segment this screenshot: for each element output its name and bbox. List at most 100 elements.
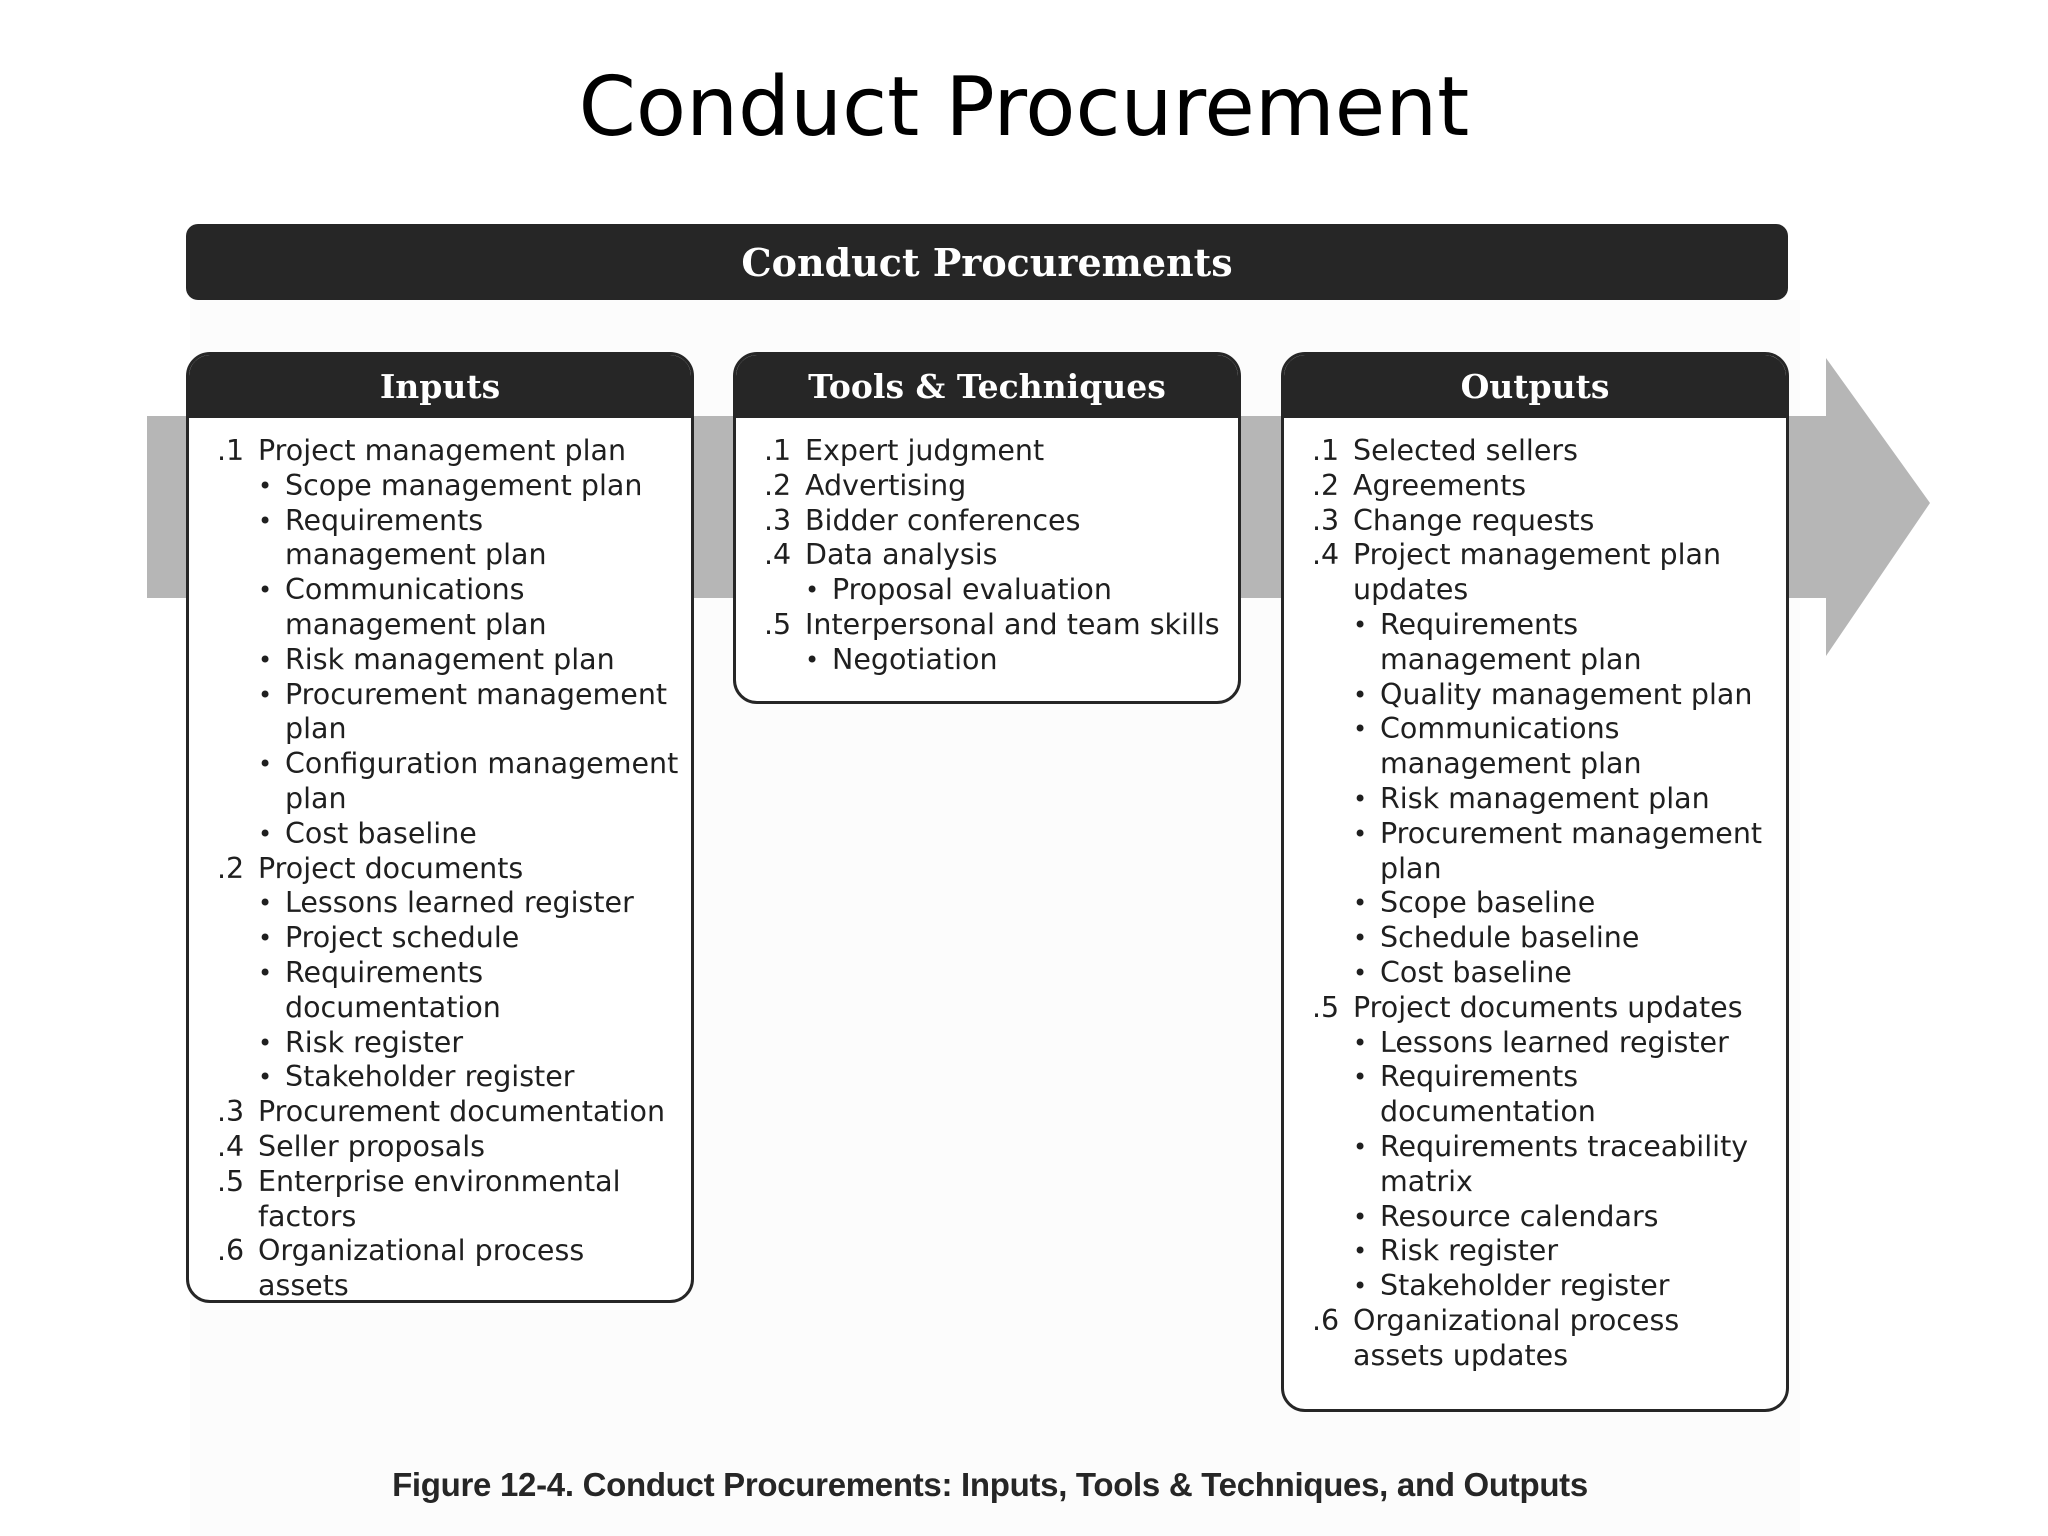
- item-label: Agreements: [1353, 468, 1527, 502]
- input-subitem: • Communications management plan: [217, 573, 679, 643]
- item-label: Project management plan: [258, 434, 627, 467]
- subitem-label: Requirements traceability matrix: [1380, 1129, 1749, 1198]
- process-banner: Conduct Procurements: [186, 224, 1788, 300]
- bullet-icon: •: [1353, 924, 1368, 953]
- item-label: Organizational process assets updates: [1353, 1303, 1680, 1372]
- item-label: Project documents updates: [1353, 990, 1743, 1024]
- input-subitem: •Risk register: [217, 1026, 679, 1061]
- input-subitem: • Requirements documentation: [217, 956, 679, 1026]
- subitem-label: Requirements management plan: [285, 503, 547, 572]
- bullet-icon: •: [258, 750, 273, 779]
- output-subitem: •Lessons learned register: [1312, 1026, 1774, 1061]
- bullet-icon: •: [258, 471, 273, 500]
- input-subitem: • Stakeholder register: [217, 1060, 679, 1095]
- outputs-panel-title: Outputs: [1284, 355, 1786, 418]
- subitem-label: Procurement management plan: [1380, 816, 1763, 885]
- bullet-icon: •: [258, 576, 273, 605]
- subitem-label: Proposal evaluation: [832, 573, 1112, 607]
- input-subitem: •Risk management plan: [217, 643, 679, 678]
- tool-subitem: • Negotiation: [764, 643, 1226, 678]
- output-subitem: •Risk register: [1312, 1234, 1774, 1269]
- slide-title: Conduct Procurement: [578, 60, 1470, 155]
- input-subitem: • Cost baseline: [217, 817, 679, 852]
- bullet-icon: •: [258, 889, 273, 918]
- tools-panel-title: Tools & Techniques: [736, 355, 1238, 418]
- tool-subitem: • Proposal evaluation: [764, 573, 1226, 608]
- bullet-icon: •: [1353, 1028, 1368, 1057]
- output-subitem: •Scope baseline: [1312, 886, 1774, 921]
- subitem-label: Stakeholder register: [285, 1060, 575, 1094]
- subitem-label: Communications management plan: [285, 573, 547, 641]
- item-number: .2: [1312, 468, 1340, 502]
- figure-caption: Figure 12-4. Conduct Procurements: Input…: [392, 1466, 1588, 1503]
- item-number: .5: [1312, 990, 1340, 1024]
- item-label: Data analysis: [805, 538, 998, 572]
- subitem-label: Risk register: [1380, 1234, 1559, 1268]
- output-item: .5 Project documents updates: [1312, 991, 1774, 1026]
- item-number: .1: [764, 434, 792, 467]
- output-subitem: • Communications management plan: [1312, 712, 1774, 782]
- item-number: .5: [217, 1164, 245, 1198]
- output-subitem: •Requirements documentation: [1312, 1060, 1774, 1130]
- subitem-label: Cost baseline: [285, 816, 477, 850]
- item-label: Project documents: [258, 851, 524, 885]
- bullet-icon: •: [258, 958, 273, 987]
- item-label: Advertising: [805, 468, 967, 502]
- bullet-icon: •: [1353, 784, 1368, 813]
- bullet-icon: •: [258, 819, 273, 848]
- item-number: .1: [217, 434, 245, 467]
- output-subitem: •Requirements management plan: [1312, 608, 1774, 678]
- subitem-label: Requirements documentation: [285, 955, 501, 1024]
- tool-item: .1 Expert judgment: [764, 434, 1226, 469]
- bullet-icon: •: [258, 1028, 273, 1057]
- item-number: .3: [1312, 503, 1340, 537]
- item-number: .2: [764, 468, 792, 502]
- subitem-label: Configuration management plan: [285, 747, 679, 815]
- input-subitem: •Lessons learned register: [217, 886, 679, 921]
- bullet-icon: •: [1353, 1063, 1368, 1092]
- bullet-icon: •: [258, 1063, 273, 1092]
- output-subitem: •Quality management plan: [1312, 678, 1774, 713]
- subitem-label: Negotiation: [832, 642, 998, 676]
- item-number: .4: [764, 538, 792, 572]
- bullet-icon: •: [805, 576, 820, 605]
- subitem-label: Cost baseline: [1380, 955, 1572, 989]
- subitem-label: Communications management plan: [1380, 712, 1642, 781]
- item-number: .4: [217, 1129, 245, 1163]
- output-subitem: •Requirements traceability matrix: [1312, 1130, 1774, 1200]
- input-subitem: •Project schedule: [217, 921, 679, 956]
- item-label: Expert judgment: [805, 434, 1045, 467]
- bullet-icon: •: [258, 506, 273, 535]
- output-item: .2 Agreements: [1312, 469, 1774, 504]
- output-subitem: •Stakeholder register: [1312, 1269, 1774, 1304]
- item-label: Interpersonal and team skills: [805, 607, 1220, 641]
- output-subitem: • Cost baseline: [1312, 956, 1774, 991]
- item-number: .3: [764, 503, 792, 537]
- tools-panel: Tools & Techniques .1 Expert judgment .2 Ad…: [733, 352, 1241, 704]
- input-subitem: •Procurement management plan: [217, 678, 679, 748]
- item-number: .4: [1312, 538, 1340, 572]
- bullet-icon: •: [805, 645, 820, 674]
- bullet-icon: •: [1353, 958, 1368, 987]
- bullet-icon: •: [1353, 889, 1368, 918]
- tool-item: .2 Advertising: [764, 469, 1226, 504]
- inputs-panel-title: Inputs: [189, 355, 691, 418]
- subitem-label: Quality management plan: [1380, 677, 1753, 711]
- bullet-icon: •: [1353, 715, 1368, 744]
- bullet-icon: •: [1353, 610, 1368, 639]
